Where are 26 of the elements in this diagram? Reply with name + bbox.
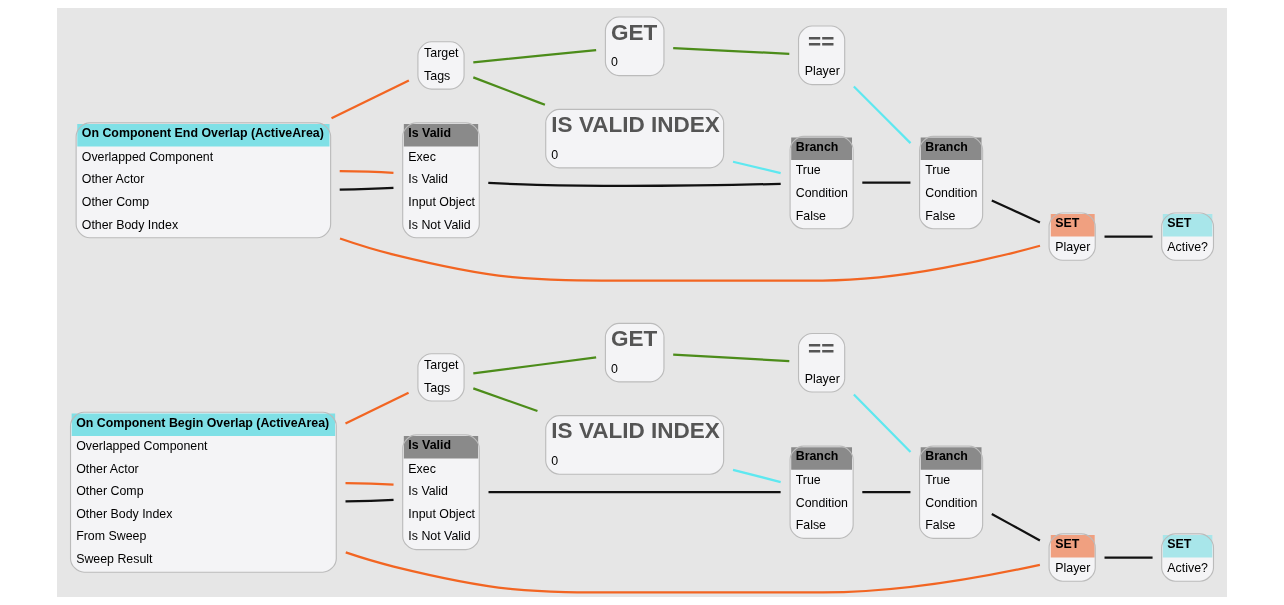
connector: [473, 356, 597, 375]
connector: [732, 160, 781, 175]
connector: [472, 76, 546, 106]
connector: [862, 491, 911, 494]
connector: [331, 79, 410, 120]
connector: [339, 237, 1041, 282]
connector: [473, 48, 597, 64]
connector: [853, 393, 912, 453]
connector: [488, 491, 781, 494]
connector: [991, 513, 1041, 542]
connector: [1104, 235, 1153, 238]
connector: [673, 47, 790, 55]
connector: [1104, 556, 1153, 559]
connector: [732, 468, 781, 484]
connector: [345, 391, 410, 425]
connector: [862, 181, 911, 184]
connector: [345, 482, 394, 486]
connector: [853, 85, 912, 144]
connector: [345, 498, 394, 503]
connector: [488, 181, 781, 188]
connector: [339, 170, 394, 174]
connector: [673, 353, 790, 363]
connector: [345, 551, 1041, 594]
connector: [339, 186, 394, 191]
connector: [472, 387, 538, 413]
connector: [991, 199, 1041, 224]
